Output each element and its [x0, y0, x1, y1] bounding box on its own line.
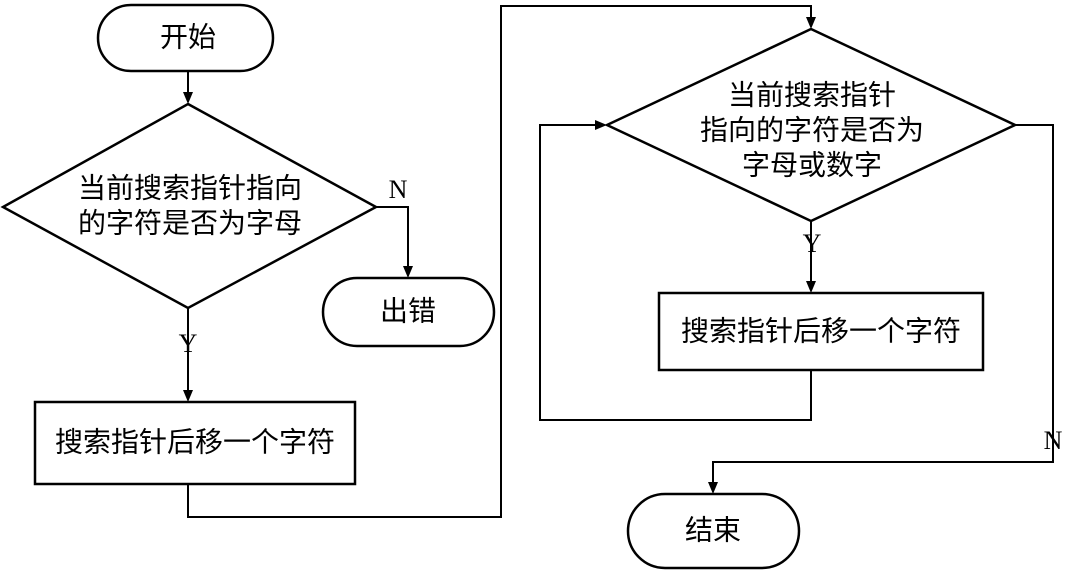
arrowhead: [183, 92, 193, 104]
error-terminal: [321, 276, 496, 348]
decision-is-alnum-line3: 字母或数字: [742, 149, 882, 182]
arrowhead: [403, 266, 413, 278]
end-label: 结束: [685, 514, 741, 547]
error-label: 出错: [380, 295, 436, 328]
decision-is-letter-line1: 当前搜索指针指向: [78, 172, 302, 205]
decision-is-alnum-line2: 指向的字符是否为: [700, 114, 924, 147]
edge-decision1-no-to-error: [376, 206, 409, 266]
process-advance-pointer-1-label: 搜索指针后移一个字符: [55, 426, 335, 459]
end-terminal: [626, 492, 801, 570]
edge-advance1-to-decision2: [187, 5, 812, 518]
decision-is-alnum-line1: 当前搜索指针: [728, 79, 896, 112]
arrowhead: [595, 120, 607, 130]
edge-label-no-2: N: [1044, 426, 1063, 455]
arrowhead: [806, 17, 816, 29]
edge-decision2-no-to-end: [712, 124, 1054, 482]
arrowhead: [708, 482, 718, 494]
decision-is-alnum: [604, 27, 1018, 223]
decision-is-letter: [0, 102, 379, 310]
edge-label-yes-1: Y: [179, 329, 198, 358]
process-advance-pointer-2-label: 搜索指针后移一个字符: [681, 315, 961, 348]
arrowhead: [806, 281, 816, 293]
process-advance-pointer-2: [657, 291, 985, 372]
edge-advance2-loop-back: [539, 124, 812, 421]
edge-label-yes-2: Y: [803, 229, 822, 258]
process-advance-pointer-1: [33, 400, 357, 486]
edge-label-no-1: N: [389, 175, 408, 204]
arrowhead: [183, 390, 193, 402]
decision-is-letter-line2: 的字符是否为字母: [78, 207, 302, 240]
start-label: 开始: [160, 21, 216, 54]
start-terminal: [96, 3, 275, 73]
